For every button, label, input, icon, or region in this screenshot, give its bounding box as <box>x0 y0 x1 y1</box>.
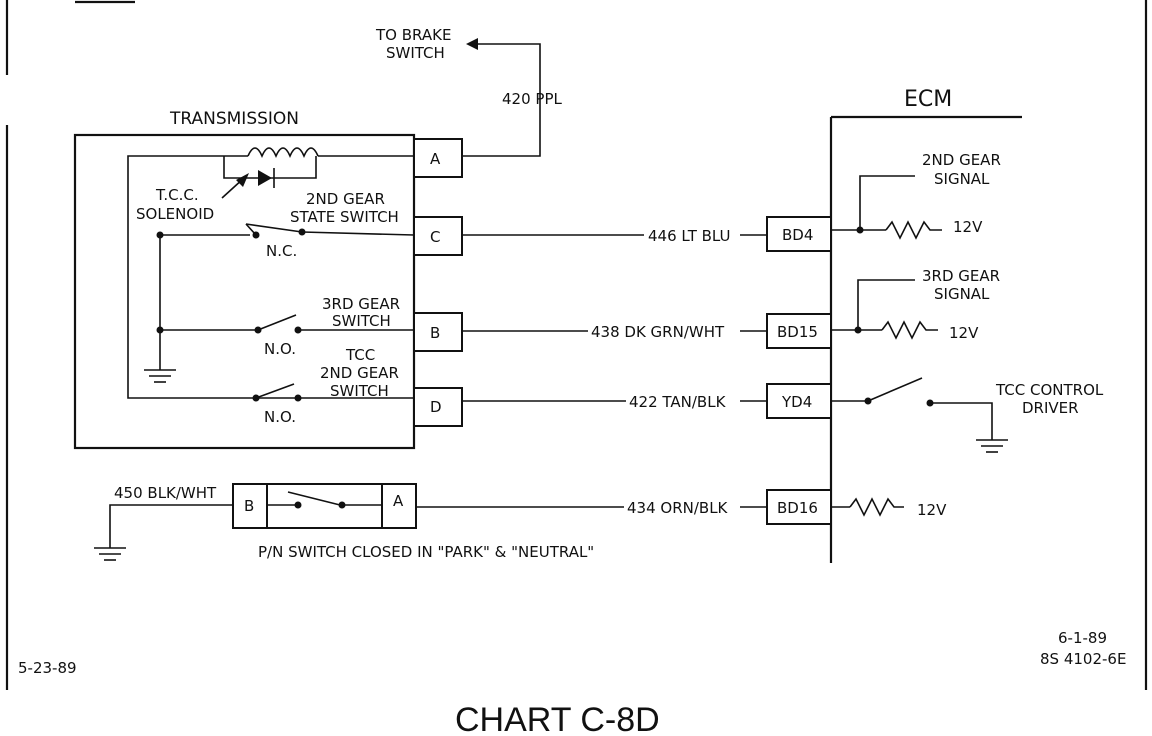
to-brake-switch-label: TO BRAKE <box>375 26 451 44</box>
tcc-second-gear-switch <box>252 383 302 402</box>
third-gear-signal-circuit <box>831 279 938 340</box>
transmission-box <box>73 133 416 450</box>
pn-switch <box>232 483 417 529</box>
terminal-a <box>413 138 463 178</box>
second-gear-signal-label: 2ND GEAR <box>922 151 1001 169</box>
ecm-terminal-bd15-label: BD15 <box>777 323 818 341</box>
terminal-c <box>413 216 463 256</box>
wire-446-label-bg <box>644 225 740 245</box>
third-gear-switch <box>160 314 414 334</box>
second-gear-state-label-2: STATE SWITCH <box>290 208 399 226</box>
no-label-1: N.O. <box>264 340 296 358</box>
page-frame <box>5 0 1148 690</box>
brake-switch-lead <box>462 38 541 157</box>
tcc-solenoid <box>127 147 414 399</box>
pn-ground-lead <box>94 504 233 561</box>
wire-422-label-bg <box>626 391 740 411</box>
terminal-b <box>413 312 463 352</box>
ecm-terminal-yd4-label: YD4 <box>781 393 812 411</box>
chart-title: CHART C-8D <box>455 701 660 736</box>
solenoid-pointer-arrow <box>221 173 249 199</box>
tcc-driver-label: TCC CONTROL <box>995 381 1104 399</box>
ecm-label: ECM <box>904 87 952 112</box>
wire-420-label: 420 PPL <box>502 90 562 108</box>
wire-446-label: 446 LT BLU <box>648 227 731 245</box>
third-gear-signal-label: 3RD GEAR <box>922 267 1000 285</box>
tcc-solenoid-label: T.C.C. <box>155 186 199 204</box>
tcc-solenoid-label-2: SOLENOID <box>136 205 214 223</box>
transmission-label: TRANSMISSION <box>169 109 299 129</box>
second-gear-signal-circuit <box>831 175 942 240</box>
pn-terminal-a-label: A <box>393 492 404 510</box>
ecm-terminal-bd16 <box>766 489 832 525</box>
third-gear-switch-label-2: SWITCH <box>332 312 391 330</box>
bd16-pullup <box>831 497 904 517</box>
tcc-2nd-label: TCC <box>345 346 375 364</box>
tcc-2nd-label-2: 2ND GEAR <box>320 364 399 382</box>
doc-number: 8S 4102-6E <box>1040 650 1126 668</box>
third-gear-switch-label: 3RD GEAR <box>322 295 400 313</box>
wire-434-label: 434 ORN/BLK <box>627 499 729 517</box>
pn-note: P/N SWITCH CLOSED IN "PARK" & "NEUTRAL" <box>258 543 594 561</box>
second-gear-state-label: 2ND GEAR <box>306 190 385 208</box>
wire-438-label: 438 DK GRN/WHT <box>591 323 725 341</box>
wire-438-label-bg <box>588 321 740 341</box>
ecm-terminal-bd16-label: BD16 <box>777 499 818 517</box>
wire-434-label-bg <box>624 497 740 517</box>
voltage-12v-a: 12V <box>953 218 983 236</box>
second-gear-state-switch <box>160 223 415 239</box>
voltage-12v-c: 12V <box>917 501 947 519</box>
terminal-d-label: D <box>430 398 442 416</box>
pn-terminal-b-label: B <box>244 497 254 515</box>
terminal-d <box>413 387 463 427</box>
second-gear-signal-label-2: SIGNAL <box>934 170 990 188</box>
wire-422-label: 422 TAN/BLK <box>629 393 727 411</box>
ecm-terminal-bd4-label: BD4 <box>782 226 813 244</box>
terminal-b-label: B <box>430 324 440 342</box>
terminal-a-label: A <box>430 150 441 168</box>
tcc-driver-label-2: DRIVER <box>1022 399 1079 417</box>
tcc-control-driver-circuit <box>831 377 1008 453</box>
third-gear-signal-label-2: SIGNAL <box>934 285 990 303</box>
ecm-terminal-yd4 <box>766 383 832 419</box>
date-right: 6-1-89 <box>1058 629 1107 647</box>
no-label-2: N.O. <box>264 408 296 426</box>
to-brake-switch-label-2: SWITCH <box>386 44 445 62</box>
ground-bus <box>144 231 176 383</box>
ecm-terminal-bd15 <box>766 313 832 349</box>
terminal-c-label: C <box>430 228 440 246</box>
wire-450-label: 450 BLK/WHT <box>114 484 217 502</box>
date-left: 5-23-89 <box>18 659 77 677</box>
ecm-terminal-bd4 <box>766 216 832 252</box>
voltage-12v-b: 12V <box>949 324 979 342</box>
nc-label: N.C. <box>266 242 297 260</box>
tcc-2nd-label-3: SWITCH <box>330 382 389 400</box>
